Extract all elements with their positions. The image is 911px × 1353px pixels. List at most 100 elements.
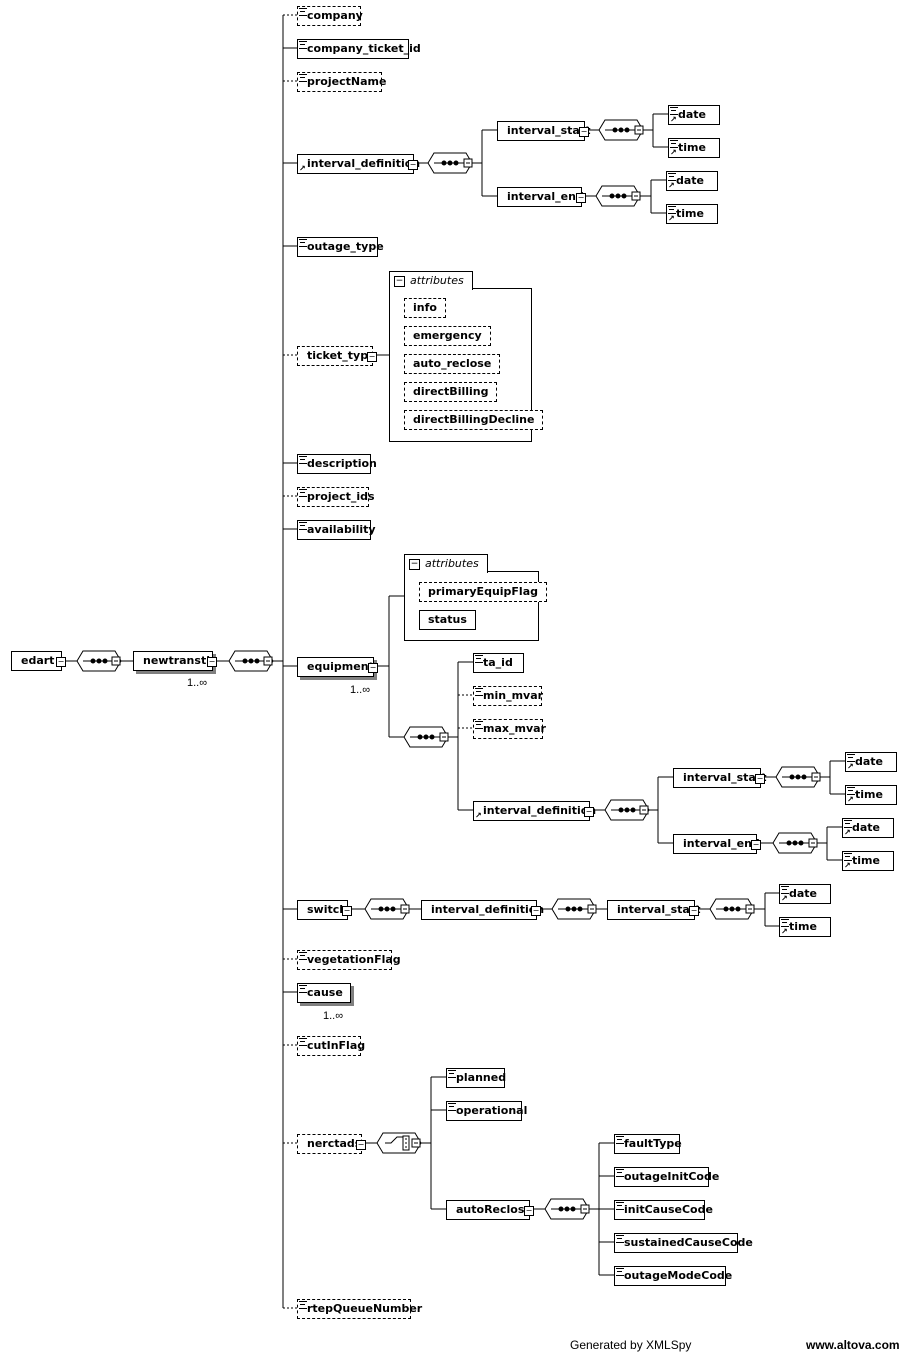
sequence-compositor bbox=[772, 832, 818, 854]
element-equipment[interactable]: equipment− bbox=[297, 657, 378, 677]
collapse-icon[interactable] bbox=[463, 158, 473, 168]
element-edart[interactable]: edart− bbox=[11, 651, 66, 671]
element-max-mvar[interactable]: max_mvar bbox=[473, 719, 546, 739]
collapse-icon[interactable]: − bbox=[579, 127, 589, 137]
element-time[interactable]: ↗time bbox=[779, 917, 831, 937]
collapse-icon[interactable] bbox=[639, 805, 649, 815]
collapse-icon[interactable]: − bbox=[524, 1206, 534, 1216]
collapse-icon[interactable]: − bbox=[356, 1140, 366, 1150]
collapse-icon[interactable]: − bbox=[342, 906, 352, 916]
collapse-icon[interactable]: − bbox=[531, 906, 541, 916]
element-time[interactable]: ↗time bbox=[666, 204, 718, 224]
collapse-icon[interactable] bbox=[811, 772, 821, 782]
element-ticket-type[interactable]: ticket_type− bbox=[297, 346, 377, 366]
collapse-icon[interactable] bbox=[587, 904, 597, 914]
attributes-header[interactable]: −attributes bbox=[404, 554, 488, 573]
element-date[interactable]: ↗date bbox=[842, 818, 894, 838]
attribute-status[interactable]: status bbox=[419, 610, 476, 630]
collapse-icon[interactable]: − bbox=[408, 160, 418, 170]
element-icon bbox=[299, 985, 307, 993]
element-time[interactable]: ↗time bbox=[842, 851, 894, 871]
collapse-icon[interactable]: − bbox=[751, 840, 761, 850]
sequence-compositor bbox=[427, 152, 473, 174]
element-nerctads[interactable]: nerctads− bbox=[297, 1134, 366, 1154]
element-date[interactable]: ↗date bbox=[845, 752, 897, 772]
element-icon bbox=[299, 1038, 307, 1046]
element-interval-start[interactable]: interval_start− bbox=[673, 768, 767, 788]
collapse-icon[interactable] bbox=[631, 191, 641, 201]
element-operational[interactable]: operational bbox=[446, 1101, 527, 1121]
element-icon bbox=[448, 1070, 456, 1078]
element-sustained-cause-code[interactable]: sustainedCauseCode bbox=[614, 1233, 753, 1253]
element-fault-type[interactable]: faultType bbox=[614, 1134, 682, 1154]
collapse-icon[interactable]: − bbox=[584, 807, 594, 817]
element-ta-id[interactable]: ta_id bbox=[473, 653, 524, 673]
element-switch[interactable]: switch− bbox=[297, 900, 352, 920]
element-cause[interactable]: cause bbox=[297, 983, 351, 1003]
collapse-icon[interactable] bbox=[808, 838, 818, 848]
sequence-compositor bbox=[544, 1198, 590, 1220]
element-company-ticket-id[interactable]: company_ticket_id bbox=[297, 39, 421, 59]
element-outage-type[interactable]: outage_type bbox=[297, 237, 384, 257]
element-interval-definition[interactable]: interval_definition− bbox=[421, 900, 544, 920]
collapse-icon[interactable] bbox=[580, 1204, 590, 1214]
attribute-primary-equip-flag[interactable]: primaryEquipFlag bbox=[419, 582, 547, 602]
collapse-icon[interactable]: − bbox=[394, 276, 405, 287]
element-init-cause-code[interactable]: initCauseCode bbox=[614, 1200, 713, 1220]
sequence-compositor bbox=[595, 185, 641, 207]
element-interval-start[interactable]: interval_start− bbox=[607, 900, 701, 920]
element-interval-start[interactable]: interval_start− bbox=[497, 121, 591, 141]
collapse-icon[interactable] bbox=[263, 656, 273, 666]
element-icon bbox=[847, 787, 855, 795]
collapse-icon[interactable] bbox=[411, 1138, 421, 1148]
element-interval-definition[interactable]: ↗interval_definition− bbox=[297, 154, 420, 174]
attributes-group: −attributes primaryEquipFlag status bbox=[404, 554, 547, 641]
element-time[interactable]: ↗time bbox=[668, 138, 720, 158]
element-availability[interactable]: availability bbox=[297, 520, 376, 540]
collapse-icon[interactable]: − bbox=[368, 663, 378, 673]
element-planned[interactable]: planned bbox=[446, 1068, 506, 1088]
collapse-icon[interactable]: − bbox=[207, 657, 217, 667]
collapse-icon[interactable] bbox=[745, 904, 755, 914]
element-project-name[interactable]: projectName bbox=[297, 72, 386, 92]
element-min-mvar[interactable]: min_mvar bbox=[473, 686, 543, 706]
element-auto-reclose[interactable]: autoReclose− bbox=[446, 1200, 534, 1220]
website-link[interactable]: www.altova.com bbox=[806, 1338, 900, 1352]
element-project-ids[interactable]: project_ids bbox=[297, 487, 375, 507]
collapse-icon[interactable]: − bbox=[409, 559, 420, 570]
collapse-icon[interactable] bbox=[400, 904, 410, 914]
attribute-info[interactable]: info bbox=[404, 298, 446, 318]
element-interval-definition[interactable]: ↗interval_definition− bbox=[473, 801, 596, 821]
element-date[interactable]: ↗date bbox=[668, 105, 720, 125]
element-time[interactable]: ↗time bbox=[845, 785, 897, 805]
element-icon bbox=[844, 853, 852, 861]
element-newtranstic[interactable]: newtranstic− bbox=[133, 651, 217, 671]
collapse-icon[interactable]: − bbox=[367, 352, 377, 362]
element-cut-in-flag[interactable]: cutInFlag bbox=[297, 1036, 365, 1056]
collapse-icon[interactable] bbox=[439, 732, 449, 742]
element-interval-end[interactable]: interval_end− bbox=[497, 187, 586, 207]
element-description[interactable]: description bbox=[297, 454, 377, 474]
element-vegetation-flag[interactable]: vegetationFlag bbox=[297, 950, 401, 970]
element-date[interactable]: ↗date bbox=[779, 884, 831, 904]
element-date[interactable]: ↗date bbox=[666, 171, 718, 191]
reference-arrow-icon: ↗ bbox=[844, 861, 851, 870]
element-rtep-queue-number[interactable]: rtepQueueNumber bbox=[297, 1299, 422, 1319]
attributes-header[interactable]: −attributes bbox=[389, 271, 473, 290]
element-outage-init-code[interactable]: outageInitCode bbox=[614, 1167, 719, 1187]
element-outage-mode-code[interactable]: outageModeCode bbox=[614, 1266, 732, 1286]
attribute-direct-billing[interactable]: directBilling bbox=[404, 382, 498, 402]
element-icon bbox=[668, 173, 676, 181]
attribute-auto-reclose[interactable]: auto_reclose bbox=[404, 354, 501, 374]
collapse-icon[interactable]: − bbox=[56, 657, 66, 667]
element-company[interactable]: company bbox=[297, 6, 363, 26]
collapse-icon[interactable] bbox=[634, 125, 644, 135]
collapse-icon[interactable]: − bbox=[689, 906, 699, 916]
collapse-icon[interactable]: − bbox=[576, 193, 586, 203]
attribute-emergency[interactable]: emergency bbox=[404, 326, 491, 346]
collapse-icon[interactable] bbox=[111, 656, 121, 666]
element-interval-end[interactable]: interval_end− bbox=[673, 834, 761, 854]
sequence-compositor bbox=[228, 650, 274, 672]
collapse-icon[interactable]: − bbox=[755, 774, 765, 784]
attribute-direct-billing-decline[interactable]: directBillingDecline bbox=[404, 410, 544, 430]
